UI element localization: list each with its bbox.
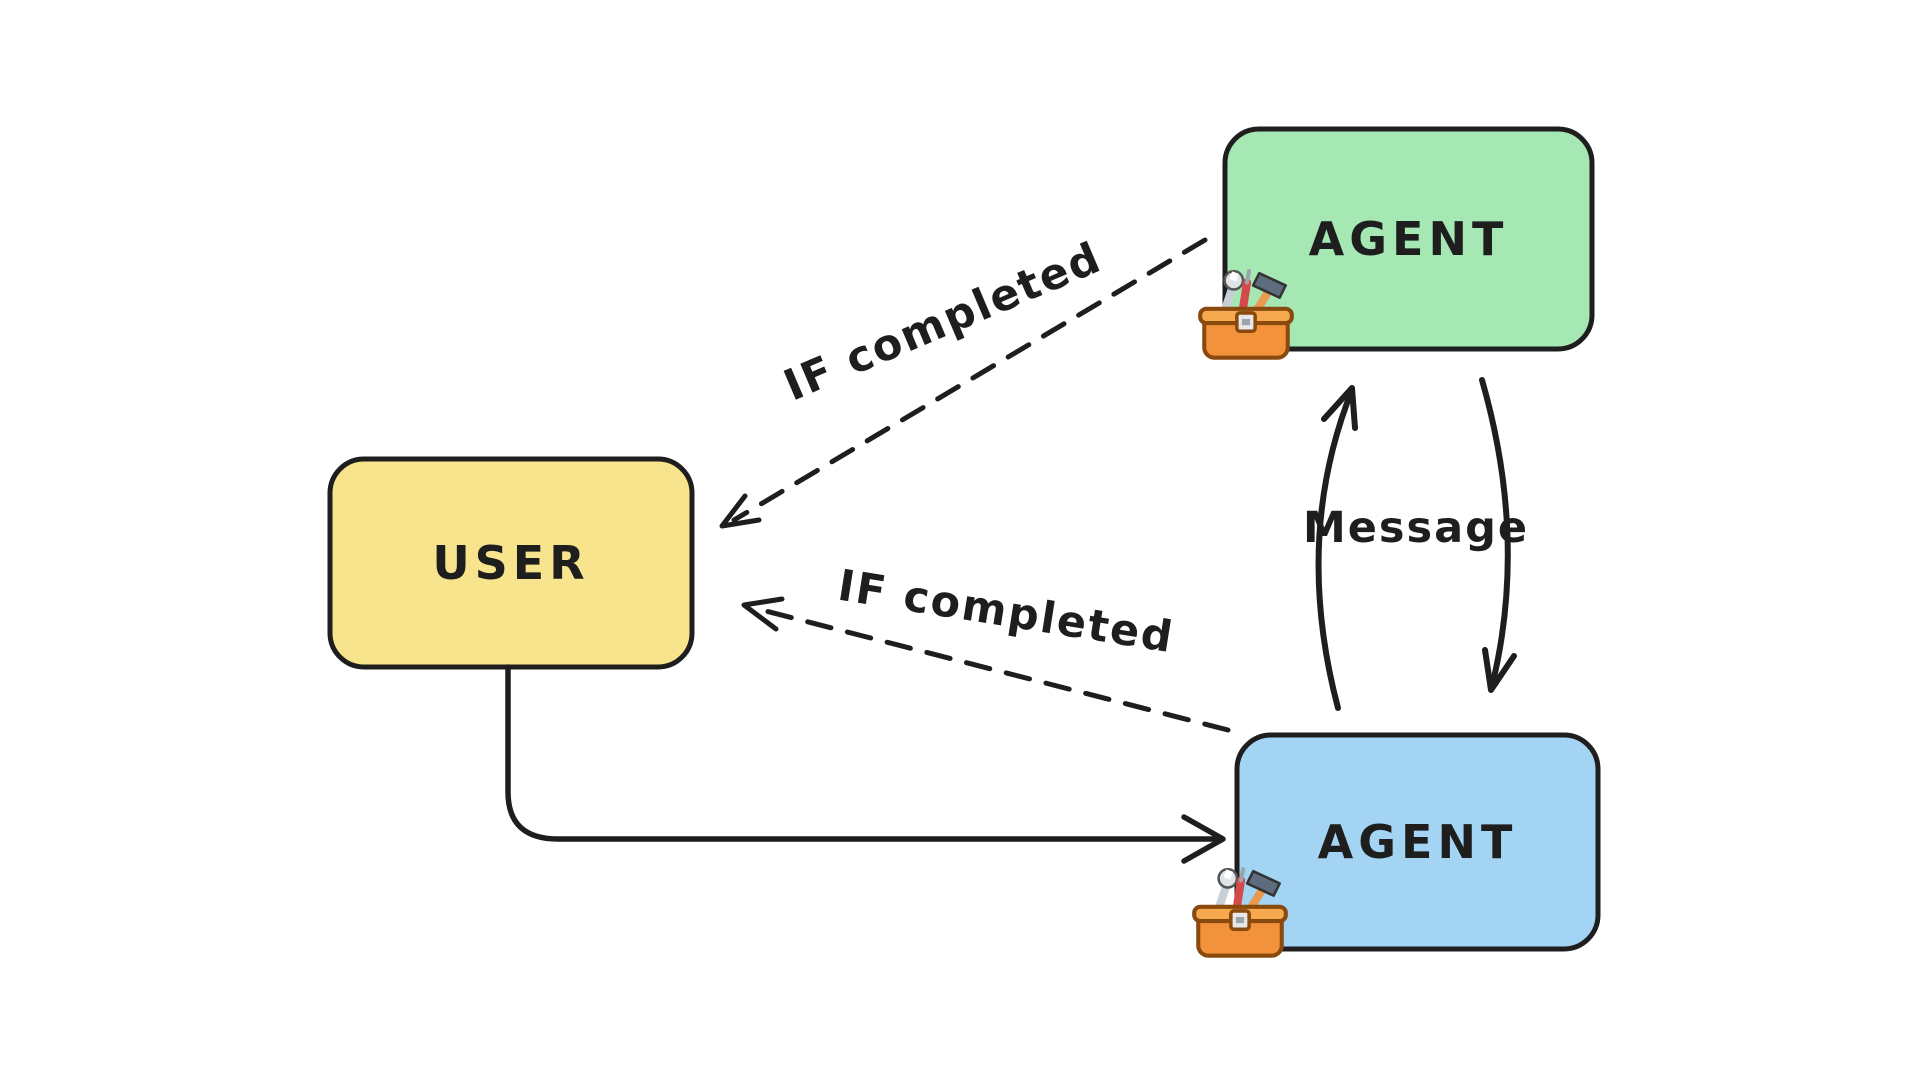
edge-user-to-agent-bottom [505,664,1219,842]
toolbox-icon [1190,262,1302,374]
toolbox-body [1192,904,1288,958]
edge-agent-bottom-to-user-arrowhead [741,596,785,632]
edge-message-down [1479,377,1511,689]
wrench-icon [1220,269,1245,315]
user-node-box [327,456,695,670]
screwdriver-icon [1232,867,1246,911]
wrench-icon [1214,867,1239,913]
edge-label-message: Message [1302,503,1530,553]
edge-agent-bottom-to-user [755,606,1231,733]
edge-message-up [1315,387,1355,711]
edge-message-up-arrowhead [1321,385,1358,431]
edge-agent-top-to-user [731,237,1208,523]
agent-top-node-box [1222,126,1595,352]
edge-agent-top-to-user-arrowhead [719,493,762,529]
toolbox-body [1198,306,1294,360]
edge-message-down-arrowhead [1482,647,1517,693]
edge-user-to-agent-bottom-arrowhead [1181,814,1226,864]
screwdriver-icon [1238,269,1252,313]
agent-bottom-node-box [1234,732,1601,952]
toolbox-icon [1184,860,1296,972]
